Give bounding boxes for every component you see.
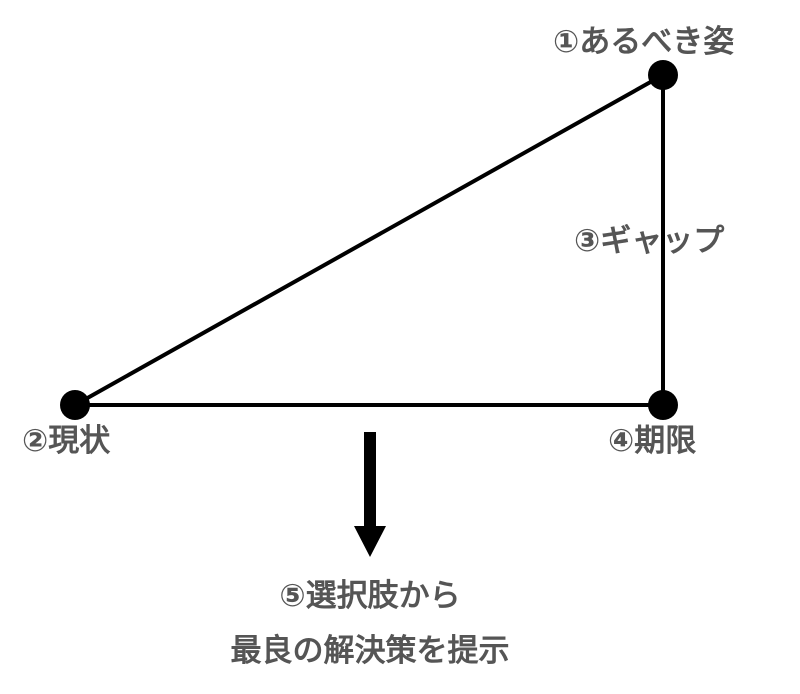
solution-label-line1: ⑤選択肢から <box>0 578 800 614</box>
arrow-shaft <box>364 432 376 528</box>
solution-text-line1: ⑤選択肢から <box>279 578 461 614</box>
solution-text-line2: 最良の解決策を提示 <box>230 633 510 669</box>
current-node <box>60 390 90 420</box>
solution-label-line2: 最良の解決策を提示 <box>0 633 800 669</box>
deadline-label: ④期限 <box>608 423 697 459</box>
hypotenuse-edge <box>73 73 665 407</box>
deadline-node <box>648 390 678 420</box>
current-label: ②現状 <box>22 423 111 459</box>
ideal-label: ①あるべき姿 <box>553 24 735 60</box>
gap-label: ③ギャップ <box>574 223 725 259</box>
ideal-node <box>648 60 678 90</box>
arrow-head <box>354 526 386 557</box>
